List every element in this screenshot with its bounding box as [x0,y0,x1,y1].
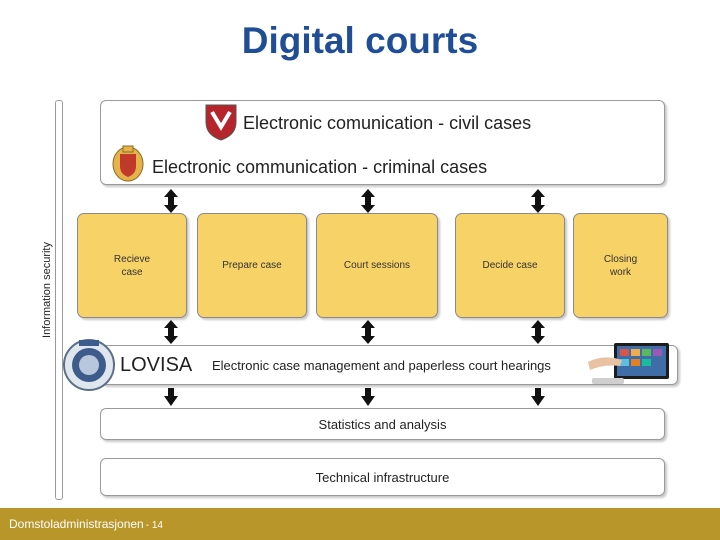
process-step-prepare-case: Prepare case [197,213,307,318]
information-security-label: Information security [41,242,53,338]
double-arrow-icon [164,320,178,344]
lovisa-box [100,345,678,385]
process-step-label: Court sessions [343,260,411,271]
infrastructure-label: Technical infrastructure [315,469,450,485]
criminal-court-crest-icon [112,145,144,182]
process-step-label: Decide case [482,260,538,271]
statistics-label: Statistics and analysis [318,416,447,432]
double-arrow-icon [531,320,545,344]
civil-court-crest-icon [205,104,237,141]
footer-text: Domstoladministrasjonen- 14 [9,517,163,531]
process-step-label: Recieve case [113,253,151,278]
footer-bar: Domstoladministrasjonen- 14 [0,508,720,540]
statistics-box: Statistics and analysis [100,408,665,440]
process-step-label: Closing work [603,253,638,278]
down-arrow-icon [164,388,178,406]
communication-box [100,100,665,185]
down-arrow-icon [361,388,375,406]
double-arrow-icon [361,189,375,213]
page-title: Digital courts [241,20,479,61]
lovisa-label: LOVISA [120,354,193,376]
lovisa-badge-icon [63,339,115,391]
double-arrow-icon [531,189,545,213]
footer-org: Domstoladministrasjonen [9,517,144,531]
infrastructure-box: Technical infrastructure [100,458,665,496]
civil-communication-label: Electronic comunication - civil cases [243,113,532,133]
down-arrow-icon [531,388,545,406]
information-security-bar [55,100,63,500]
double-arrow-icon [361,320,375,344]
process-step-court-sessions: Court sessions [316,213,438,318]
lovisa-description: Electronic case management and paperless… [212,358,551,373]
footer-page-number: - 14 [145,520,163,531]
process-step-closing-work: Closing work [573,213,668,318]
double-arrow-icon [164,189,178,213]
touchscreen-computer-icon [588,343,669,384]
process-step-receive-case: Recieve case [77,213,187,318]
process-step-label: Prepare case [222,260,282,271]
criminal-communication-label: Electronic communication - criminal case… [152,157,488,177]
process-step-decide-case: Decide case [455,213,565,318]
